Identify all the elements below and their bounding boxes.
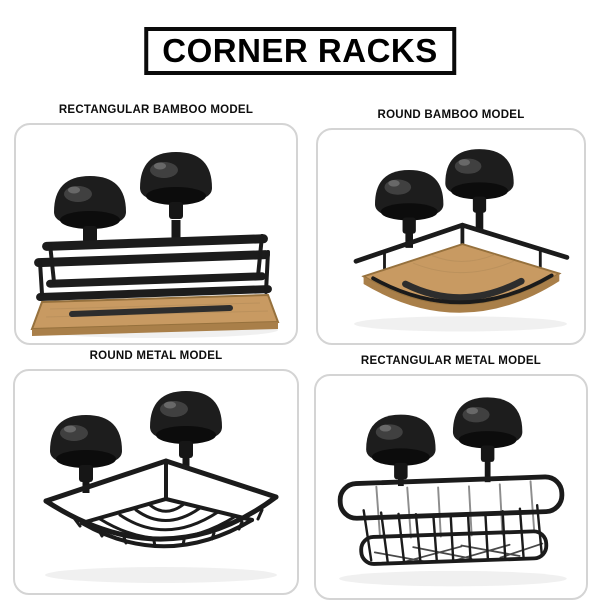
wire-basket <box>43 458 279 549</box>
front-wall-wires <box>362 503 543 564</box>
panel-label: RECTANGULAR METAL MODEL <box>360 355 542 367</box>
black-frame <box>34 234 272 302</box>
suction-cup-icon <box>50 415 122 482</box>
shadow <box>45 567 277 583</box>
wall-wires <box>72 508 264 548</box>
rectangular-bamboo-rack-illustration <box>30 152 280 338</box>
suction-cup-icon <box>452 397 523 462</box>
back-wall-wires <box>375 480 536 539</box>
suction-cup-icon <box>150 391 222 458</box>
panel-label: ROUND BAMBOO MODEL <box>377 109 525 121</box>
front-rail <box>371 273 554 305</box>
product-card-rectangular-bamboo: RECTANGULAR BAMBOO MODEL <box>14 104 298 345</box>
suction-cup-icon <box>445 149 514 213</box>
shadow <box>339 570 567 587</box>
product-photo-frame <box>314 374 588 600</box>
product-photo-frame <box>316 128 586 345</box>
rectangular-metal-rack-illustration <box>337 397 567 587</box>
concentric-base-wires <box>98 502 238 541</box>
drain-slot <box>402 277 525 301</box>
panel-label: ROUND METAL MODEL <box>89 350 223 362</box>
poster-title-box: CORNER RACKS <box>144 27 456 75</box>
bamboo-board <box>361 243 562 313</box>
shadow <box>354 316 567 332</box>
poster-title: CORNER RACKS <box>162 32 438 69</box>
suction-cup-icon <box>140 152 212 219</box>
product-photo-frame <box>14 123 298 345</box>
drain-slot <box>69 305 233 317</box>
suction-cup-icon <box>375 170 444 234</box>
round-bamboo-rack-illustration <box>353 149 570 332</box>
product-card-rectangular-metal: RECTANGULAR METAL MODEL <box>314 355 588 600</box>
wire-basket <box>337 474 565 566</box>
product-photo-frame <box>13 369 299 595</box>
suction-cup-icon <box>54 176 126 243</box>
round-metal-rack-illustration <box>43 391 279 583</box>
suction-cup-icon <box>366 414 436 480</box>
bamboo-board <box>30 293 280 336</box>
panel-label: RECTANGULAR BAMBOO MODEL <box>58 104 254 116</box>
base-lattice-wires <box>373 542 544 563</box>
product-card-round-metal: ROUND METAL MODEL <box>13 350 299 595</box>
product-card-round-bamboo: ROUND BAMBOO MODEL <box>316 109 586 345</box>
black-frame <box>353 222 570 272</box>
